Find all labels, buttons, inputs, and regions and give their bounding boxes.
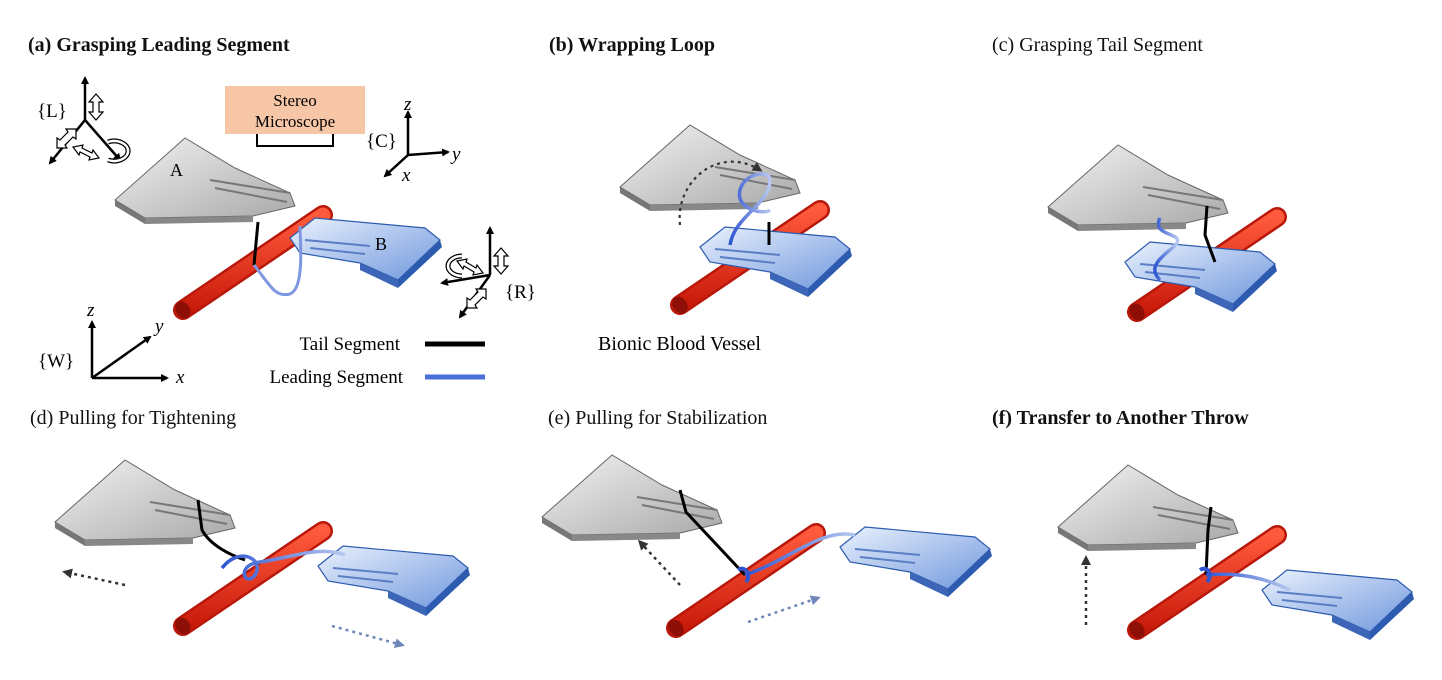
pull-up-left-arrow (637, 539, 681, 586)
pull-right-arrow (331, 624, 405, 648)
frame-c-axis-z: z (403, 94, 412, 115)
right-instrument (839, 526, 993, 598)
panel-e (541, 454, 993, 639)
tail-suture (1203, 205, 1217, 263)
panel-b-title: (b) Wrapping Loop (549, 34, 715, 56)
blood-vessel (665, 533, 816, 639)
right-instrument (317, 545, 471, 617)
panel-b: Bionic Blood Vessel (598, 124, 853, 355)
left-instrument (54, 459, 236, 547)
frame-w-axes (88, 320, 169, 382)
legend-leading-label: Leading Segment (270, 367, 404, 388)
panel-f-title: (f) Transfer to Another Throw (992, 407, 1249, 429)
left-instrument (619, 124, 801, 212)
microscope-label-line1: Stereo (273, 91, 316, 110)
knot (736, 566, 751, 584)
frame-c-label: {C} (366, 131, 397, 152)
panel-c (1047, 144, 1277, 323)
frame-w-label: {W} (38, 351, 74, 372)
leading-suture (744, 532, 856, 577)
legend-tail-label: Tail Segment (299, 334, 400, 355)
right-instrument (1261, 569, 1415, 641)
frame-l-motion-icons (56, 93, 131, 164)
panel-d-title: (d) Pulling for Tightening (30, 407, 237, 429)
frame-r-label: {R} (505, 282, 536, 303)
pull-left-arrow (62, 568, 126, 587)
leading-suture (1205, 572, 1291, 592)
frame-r-motion-icons (445, 247, 510, 309)
wrap-direction-arrow (678, 160, 763, 226)
vessel-annotation: Bionic Blood Vessel (598, 333, 761, 355)
left-instrument-a (114, 137, 296, 225)
frame-l-label: {L} (37, 101, 67, 122)
microscope-bracket (256, 134, 334, 147)
panel-d (54, 459, 471, 648)
knot (1198, 566, 1212, 584)
right-instrument-b (289, 217, 443, 289)
frame-c-axes (383, 110, 450, 178)
tail-suture (1204, 506, 1213, 576)
pull-down-right-arrow (747, 595, 821, 624)
left-instrument (1047, 144, 1229, 232)
wrap-loop-suture (728, 172, 772, 246)
leading-suture (220, 549, 346, 581)
panel-a: {L} Stereo Microscope {C} z y x A B (37, 76, 536, 388)
instrument-a-label: A (170, 160, 183, 180)
blood-vessel (1126, 535, 1277, 641)
microscope-label-line2: Microscope (255, 112, 335, 131)
leading-suture (1153, 217, 1180, 282)
frame-w-axis-x: x (175, 367, 185, 388)
frame-w-axis-y: y (153, 316, 164, 337)
frame-c-axis-y: y (450, 144, 461, 165)
leading-suture (252, 225, 303, 297)
panel-f (1057, 464, 1415, 641)
frame-c-axis-x: x (401, 165, 411, 186)
panel-c-title: (c) Grasping Tail Segment (992, 34, 1203, 56)
instrument-b-label: B (375, 234, 387, 254)
panel-e-title: (e) Pulling for Stabilization (548, 407, 768, 429)
tail-suture (678, 489, 747, 577)
tail-suture (252, 221, 260, 266)
stereo-microscope-box (225, 86, 365, 134)
left-instrument (541, 454, 723, 542)
panel-a-title: (a) Grasping Leading Segment (28, 34, 290, 56)
tail-suture (196, 499, 246, 562)
frame-w-axis-z: z (86, 300, 95, 321)
blood-vessel (172, 531, 323, 637)
